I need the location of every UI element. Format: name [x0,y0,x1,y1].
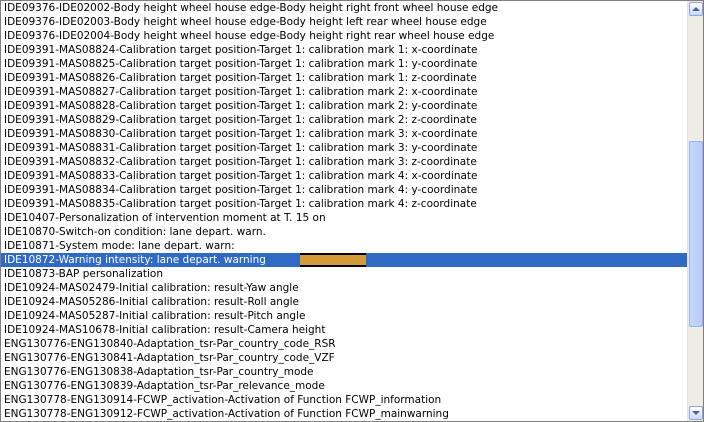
list-item-label: IDE09391-MAS08835-Calibration target pos… [4,198,477,210]
list-item-label: IDE10924-MAS10678-Initial calibration: r… [4,324,326,336]
scroll-down-button[interactable] [689,406,703,420]
list-item-label: IDE09376-IDE02004-Body height wheel hous… [4,30,495,42]
list-item[interactable]: IDE09391-MAS08832-Calibration target pos… [1,155,687,169]
list-item-label: ENG130776-ENG130840-Adaptation_tsr-Par_c… [4,338,336,350]
list-item[interactable]: IDE10924-MAS05286-Initial calibration: r… [1,295,687,309]
list-item[interactable]: IDE10870-Switch-on condition: lane depar… [1,225,687,239]
list-item-label: IDE09391-MAS08827-Calibration target pos… [4,86,478,98]
list-item[interactable]: IDE10873-BAP personalization [1,267,687,281]
list-item-label: IDE10924-MAS05286-Initial calibration: r… [4,296,299,308]
list-item-label: IDE09391-MAS08831-Calibration target pos… [4,142,478,154]
list-item[interactable]: IDE10924-MAS02479-Initial calibration: r… [1,281,687,295]
list-item-label: IDE09376-IDE02002-Body height wheel hous… [4,2,499,14]
list-item[interactable]: ENG130776-ENG130839-Adaptation_tsr-Par_r… [1,379,687,393]
arrow-up-icon [692,7,700,11]
list-item[interactable]: IDE10924-MAS05287-Initial calibration: r… [1,309,687,323]
list-item-selected[interactable]: IDE10872-Warning intensity: lane depart.… [1,253,687,267]
list-item-label: IDE09391-MAS08833-Calibration target pos… [4,170,478,182]
list-item-label: ENG130776-ENG130839-Adaptation_tsr-Par_r… [4,380,325,392]
list-item[interactable]: IDE09391-MAS08826-Calibration target pos… [1,71,687,85]
scroll-up-button[interactable] [689,2,703,16]
list-item[interactable]: IDE09376-IDE02003-Body height wheel hous… [1,15,687,29]
list-item-label: IDE09391-MAS08830-Calibration target pos… [4,128,478,140]
list-item[interactable]: ENG130778-ENG130914-FCWP_activation-Acti… [1,393,687,407]
list-item-label: IDE09391-MAS08829-Calibration target pos… [4,114,477,126]
list-item-label: IDE09391-MAS08832-Calibration target pos… [4,156,477,168]
list-item-label: IDE09391-MAS08826-Calibration target pos… [4,72,477,84]
list-item-label: IDE10871-System mode: lane depart. warn: [4,240,235,252]
list-item[interactable]: IDE09391-MAS08834-Calibration target pos… [1,183,687,197]
list-item-label: ENG130778-ENG130914-FCWP_activation-Acti… [4,394,442,406]
list-item[interactable]: IDE09391-MAS08835-Calibration target pos… [1,197,687,211]
list-item-label: IDE09391-MAS08834-Calibration target pos… [4,184,478,196]
list-item-label: IDE09391-MAS08824-Calibration target pos… [4,44,478,56]
list-item-label: ENG130776-ENG130841-Adaptation_tsr-Par_c… [4,352,335,364]
list-item-label: IDE09391-MAS08825-Calibration target pos… [4,58,478,70]
list-item-label: IDE10924-MAS05287-Initial calibration: r… [4,310,306,322]
vertical-scrollbar[interactable] [687,1,703,421]
list-item-label: IDE10873-BAP personalization [4,268,164,280]
list-item[interactable]: IDE09391-MAS08829-Calibration target pos… [1,113,687,127]
list-item-label: ENG130776-ENG130838-Adaptation_tsr-Par_c… [4,366,314,378]
list-item[interactable]: IDE09391-MAS08833-Calibration target pos… [1,169,687,183]
list-item[interactable]: IDE09391-MAS08824-Calibration target pos… [1,43,687,57]
list-item[interactable]: IDE09376-IDE02002-Body height wheel hous… [1,1,687,15]
list-item-label: IDE10872-Warning intensity: lane depart.… [4,254,266,266]
highlight-block [300,253,366,267]
list-item[interactable]: IDE09391-MAS08831-Calibration target pos… [1,141,687,155]
list-item-label: IDE10924-MAS02479-Initial calibration: r… [4,282,299,294]
list-item[interactable]: ENG130776-ENG130838-Adaptation_tsr-Par_c… [1,365,687,379]
list-item-label: ENG130778-ENG130912-FCWP_activation-Acti… [4,408,449,420]
list-item[interactable]: IDE10871-System mode: lane depart. warn: [1,239,687,253]
list-item[interactable]: IDE09391-MAS08825-Calibration target pos… [1,57,687,71]
list-item-label: IDE09376-IDE02003-Body height wheel hous… [4,16,487,28]
list-item[interactable]: ENG130776-ENG130840-Adaptation_tsr-Par_c… [1,337,687,351]
list-item[interactable]: IDE09391-MAS08828-Calibration target pos… [1,99,687,113]
list-item[interactable]: IDE10407-Personalization of intervention… [1,211,687,225]
list-rows: IDE09376-IDE02002-Body height wheel hous… [1,1,687,421]
arrow-down-icon [692,411,700,415]
list-item-label: IDE09391-MAS08828-Calibration target pos… [4,100,478,112]
list-item[interactable]: ENG130778-ENG130912-FCWP_activation-Acti… [1,407,687,421]
list-item-label: IDE10870-Switch-on condition: lane depar… [4,226,266,238]
list-item[interactable]: ENG130776-ENG130841-Adaptation_tsr-Par_c… [1,351,687,365]
list-item[interactable]: IDE09391-MAS08827-Calibration target pos… [1,85,687,99]
scrollbar-thumb[interactable] [689,141,703,327]
list-item[interactable]: IDE09391-MAS08830-Calibration target pos… [1,127,687,141]
list-item[interactable]: IDE10924-MAS10678-Initial calibration: r… [1,323,687,337]
list-item[interactable]: IDE09376-IDE02004-Body height wheel hous… [1,29,687,43]
list-item-label: IDE10407-Personalization of intervention… [4,212,326,224]
